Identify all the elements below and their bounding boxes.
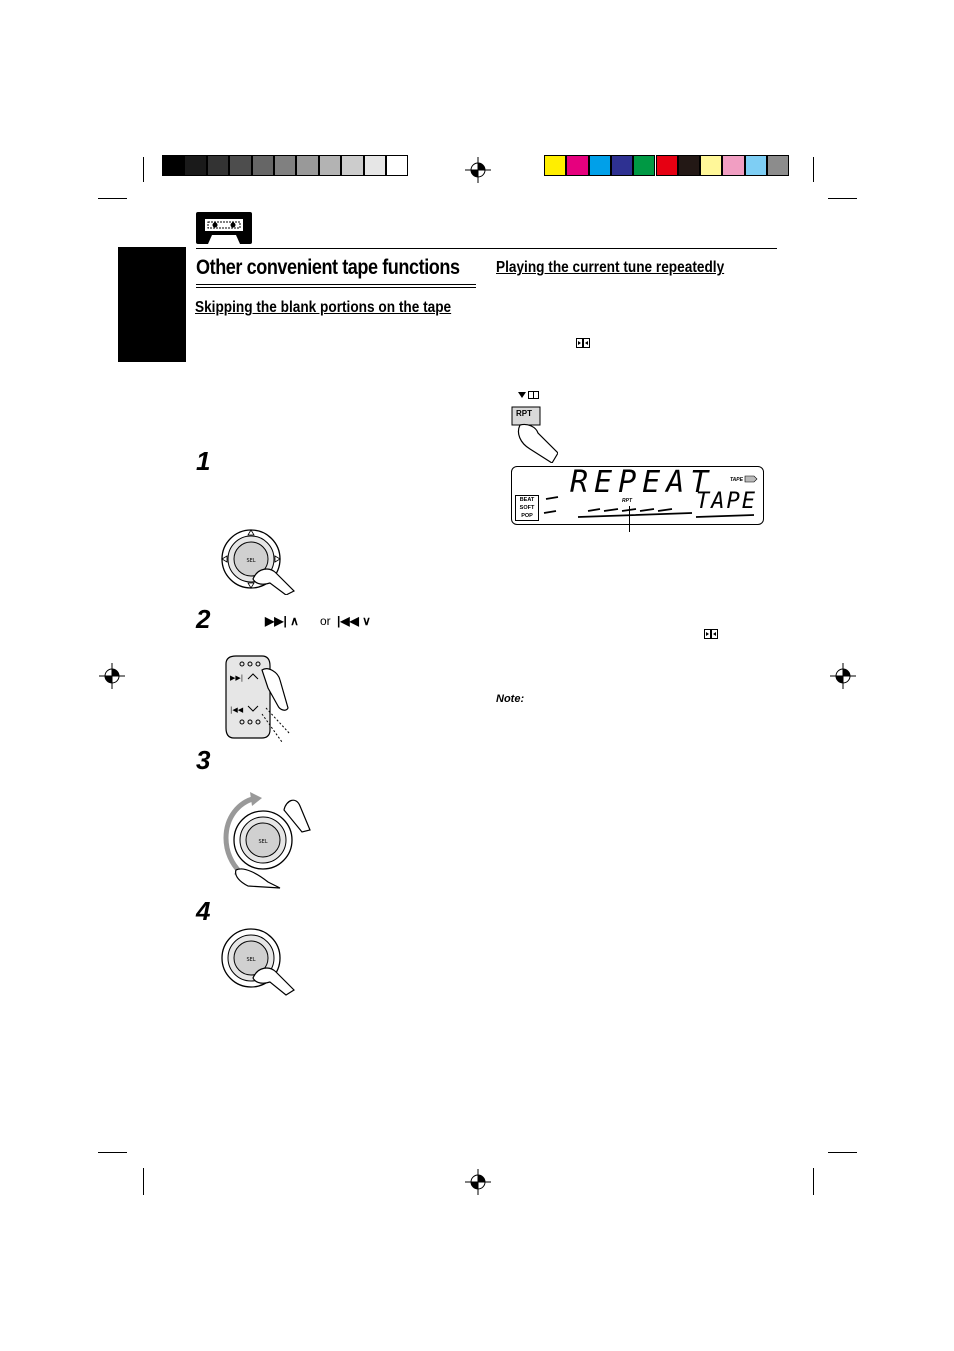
crop-mark [143, 157, 144, 182]
color-swatch [588, 155, 611, 176]
note-label: Note: [496, 693, 525, 705]
finger-press-icon [511, 406, 558, 463]
rpt-callout-line [629, 506, 630, 532]
registration-target-icon [465, 1169, 491, 1195]
color-swatch [544, 155, 567, 176]
rpt-button-label: RPT [516, 409, 532, 418]
skip-forward-label: ▶▶| ∧ [265, 614, 299, 628]
sel-button-press-icon: SEL [221, 928, 295, 996]
skip-forward-text: ▶▶| ∧ [265, 614, 299, 628]
gray-swatch [206, 155, 230, 176]
section-heading-repeat: Playing the current tune repeatedly [496, 259, 725, 276]
sound-mode-box: BEAT SOFT POP [515, 495, 539, 521]
crop-mark [143, 1168, 144, 1195]
gray-swatch [184, 155, 207, 176]
lcd-display: REPEAT TAPE BEAT SOFT POP RPT TAPE [511, 465, 764, 525]
crop-mark [813, 1168, 814, 1195]
section-heading-skip-blank: Skipping the blank portions on the tape [195, 299, 452, 316]
sound-mode-pop: POP [521, 513, 533, 519]
crop-mark [98, 198, 127, 199]
color-swatch [655, 155, 678, 176]
registration-target-icon [465, 157, 491, 183]
color-swatch [744, 155, 767, 176]
lcd-tape-indicator: TAPE [730, 477, 743, 483]
gray-swatch [296, 155, 319, 176]
title-underline [196, 284, 476, 285]
sound-mode-beat: BEAT [519, 497, 535, 503]
color-swatch [767, 155, 790, 176]
repeat-symbol-icon [704, 629, 718, 639]
rpt-button-illustration: RPT [508, 403, 558, 463]
lcd-underline-segment [695, 514, 755, 518]
color-swatch [677, 155, 701, 176]
skip-buttons-icon: ▶▶| |◀◀ [225, 655, 291, 743]
title-underline [196, 287, 476, 288]
gray-swatch [229, 155, 252, 176]
color-swatch [700, 155, 723, 176]
cassette-icon [196, 212, 252, 244]
page-title: Other convenient tape functions [196, 256, 460, 279]
lcd-segments [543, 496, 693, 518]
step-number-3: 3 [196, 745, 211, 775]
sel-button-press-icon: SEL [221, 529, 295, 595]
gray-swatch [274, 155, 297, 176]
or-label: or [320, 614, 331, 628]
language-tab [118, 247, 186, 362]
svg-text:SEL: SEL [258, 839, 267, 845]
lcd-rpt-indicator: RPT [622, 498, 632, 504]
control-dial-turn-icon: SEL [223, 792, 311, 889]
sound-mode-soft: SOFT [519, 505, 535, 511]
gray-swatch [162, 155, 185, 176]
gray-swatch [386, 155, 409, 176]
registration-target-icon [99, 663, 125, 689]
gray-swatch [363, 155, 386, 176]
lcd-sub-text: TAPE [696, 489, 757, 514]
rpt-button-symbol-icon [518, 391, 539, 399]
svg-text:▶▶|: ▶▶| [230, 674, 243, 682]
step-number-4: 4 [196, 896, 211, 926]
crop-mark [828, 1152, 857, 1153]
skip-back-label: |◀◀ ∨ [337, 614, 371, 628]
step-number-2: 2 [196, 604, 211, 634]
header-rule [196, 248, 777, 249]
repeat-symbol-icon [576, 338, 590, 348]
color-swatch [566, 155, 589, 176]
gray-swatch [251, 155, 274, 176]
step-number-1: 1 [196, 446, 211, 476]
gray-swatch [318, 155, 342, 176]
tape-indicator-icon [744, 475, 758, 483]
svg-text:SEL: SEL [246, 957, 255, 963]
color-swatch [722, 155, 745, 176]
registration-target-icon [830, 663, 856, 689]
crop-mark [98, 1152, 127, 1153]
color-swatch [610, 155, 634, 176]
lcd-main-text: REPEAT [570, 465, 715, 500]
crop-mark [828, 198, 857, 199]
crop-mark [813, 157, 814, 182]
svg-text:SEL: SEL [246, 558, 255, 564]
color-swatch [633, 155, 656, 176]
gray-swatch [341, 155, 364, 176]
svg-text:|◀◀: |◀◀ [230, 706, 244, 714]
